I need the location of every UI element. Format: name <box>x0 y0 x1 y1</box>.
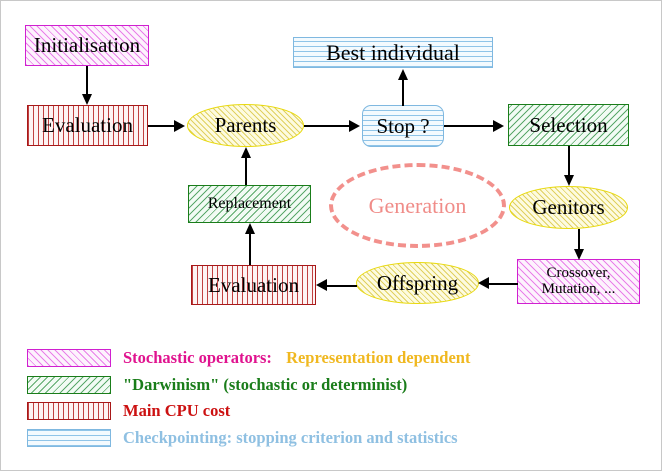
node-initialisation-label: Initialisation <box>33 33 141 58</box>
legend-label-checkpointing: Checkpointing: stopping criterion and st… <box>123 428 458 447</box>
node-evaluation-top-label: Evaluation <box>42 113 133 138</box>
edge-stop-to-selection-arrow <box>493 120 504 132</box>
edge-eval-to-replacement-arrow <box>245 223 255 234</box>
edge-offspring-to-eval-arrow <box>316 279 327 291</box>
edge-replacement-to-parents <box>245 158 247 185</box>
node-parents: Parents <box>187 104 304 147</box>
node-best-individual-label: Best individual <box>326 39 460 65</box>
legend-label-cpu-cost: Main CPU cost <box>123 401 231 420</box>
node-evaluation-bottom: Evaluation <box>191 265 316 305</box>
node-initialisation: Initialisation <box>25 25 149 66</box>
node-evaluation-bottom-label: Evaluation <box>208 272 299 297</box>
node-selection: Selection <box>508 104 629 146</box>
node-generation: Generation <box>329 163 506 248</box>
node-genitors: Genitors <box>509 186 628 229</box>
edge-crossover-to-offspring <box>488 283 518 285</box>
legend-swatch-darwinism <box>27 376 111 394</box>
node-stop-label: Stop ? <box>376 113 430 138</box>
edge-crossover-to-offspring-arrow <box>478 277 489 289</box>
legend-label-stochastic-text: Stochastic operators: <box>123 348 272 367</box>
edge-eval-to-parents <box>148 125 176 127</box>
node-genitors-label: Genitors <box>532 195 605 220</box>
edge-eval-to-replacement <box>249 234 251 265</box>
node-crossover-label-line1: Crossover, <box>546 264 611 281</box>
edge-genitors-to-crossover-arrow <box>574 249 584 260</box>
node-best-individual: Best individual <box>293 37 493 68</box>
node-selection-label: Selection <box>529 112 608 137</box>
legend-swatch-checkpointing <box>27 429 111 447</box>
legend-swatch-stochastic <box>27 349 111 367</box>
edge-genitors-to-crossover <box>578 229 580 251</box>
node-crossover-mutation: Crossover, Mutation, ... <box>517 259 640 304</box>
legend-label-darwinism: "Darwinism" (stochastic or determinist) <box>123 375 408 394</box>
edge-parents-to-stop-arrow <box>349 120 360 132</box>
edge-stop-to-best <box>402 80 404 106</box>
edge-offspring-to-eval <box>326 285 357 287</box>
node-crossover-label-line2: Mutation, ... <box>541 280 616 297</box>
edge-stop-to-best-arrow <box>398 69 408 80</box>
edge-init-to-eval-arrow <box>82 94 92 105</box>
edge-selection-to-genitors-arrow <box>564 175 574 186</box>
node-offspring-label: Offspring <box>376 270 459 295</box>
legend-label-stochastic: Stochastic operators: Representation dep… <box>123 348 470 368</box>
node-evaluation-top: Evaluation <box>27 105 148 146</box>
edge-selection-to-genitors <box>568 146 570 178</box>
edge-parents-to-stop <box>304 125 350 127</box>
node-generation-label: Generation <box>368 192 467 218</box>
edge-init-to-eval <box>86 66 88 96</box>
node-replacement: Replacement <box>188 185 311 223</box>
node-parents-label: Parents <box>214 113 277 138</box>
node-stop: Stop ? <box>362 105 444 147</box>
node-offspring: Offspring <box>356 262 479 304</box>
node-replacement-label: Replacement <box>207 194 292 212</box>
legend-swatch-cpu-cost <box>27 402 111 420</box>
edge-eval-to-parents-arrow <box>174 120 185 132</box>
edge-replacement-to-parents-arrow <box>241 147 251 158</box>
legend-label-representation-text: Representation dependent <box>286 348 471 367</box>
edge-stop-to-selection <box>444 125 494 127</box>
